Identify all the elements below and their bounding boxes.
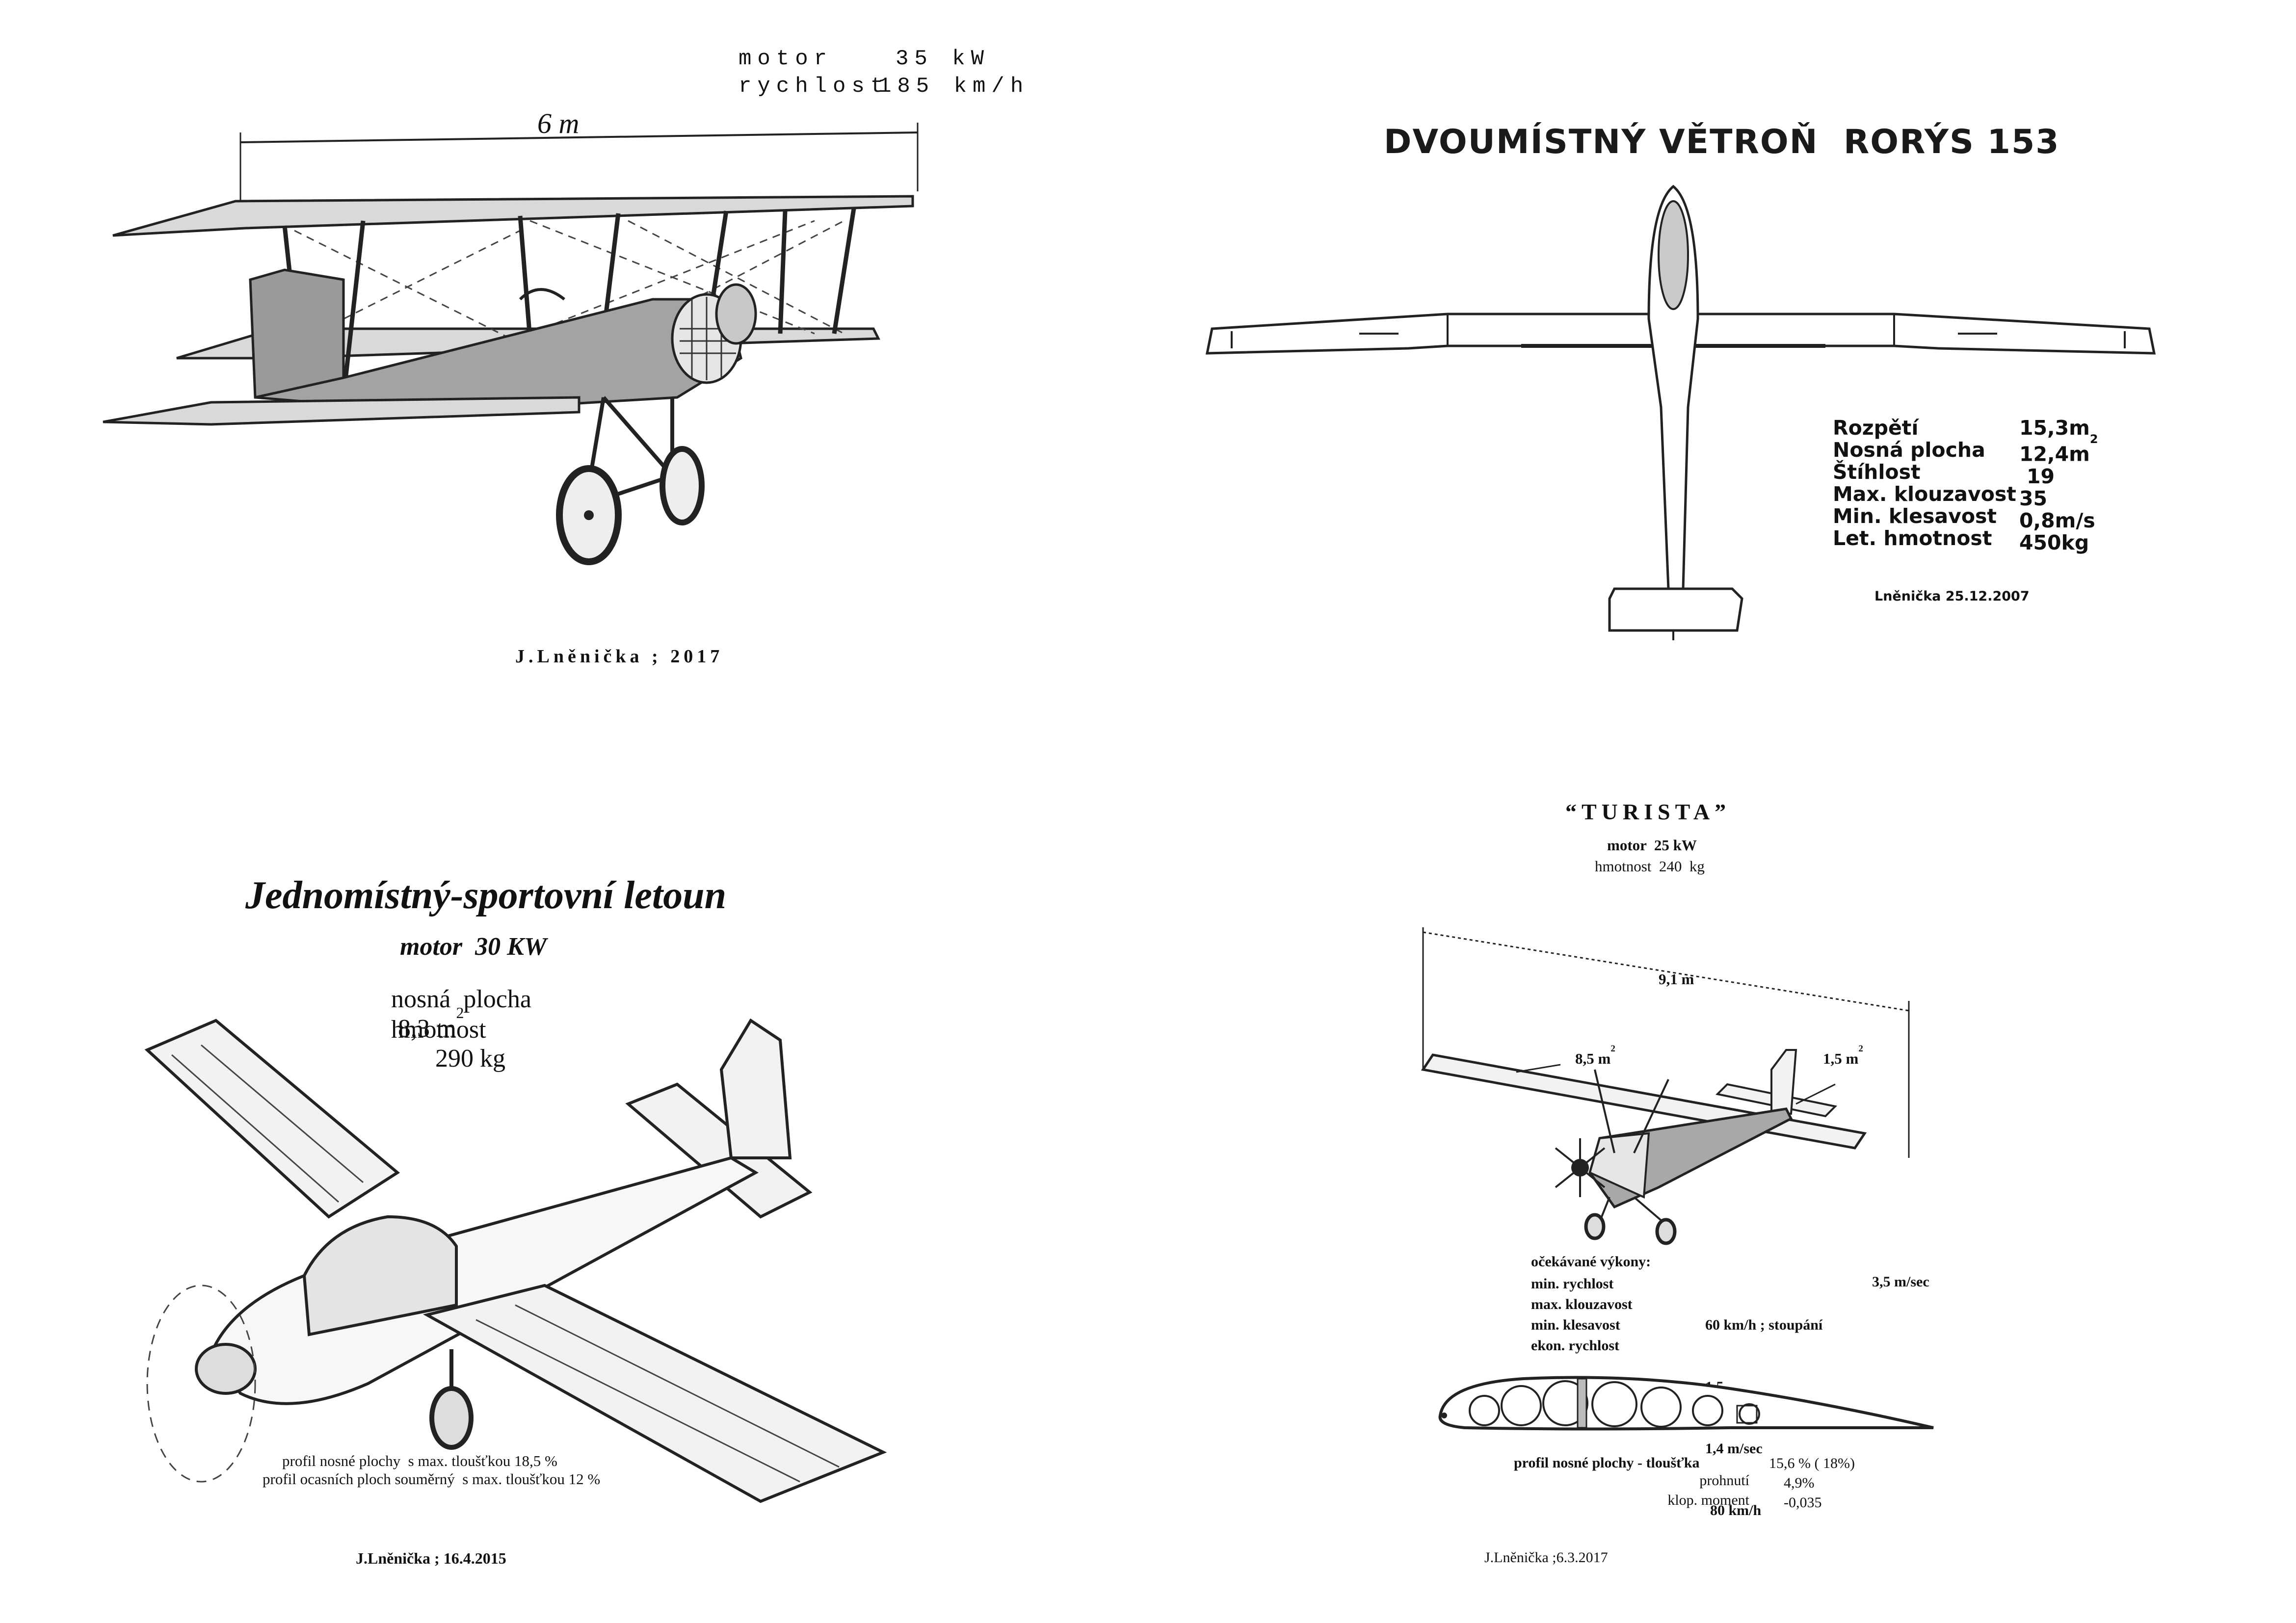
turista-span-label: 9,1 m	[1659, 970, 1694, 988]
biplane-speed-value: 185 km/h	[878, 74, 1029, 99]
glider-spec-label: Let. hmotnost	[1833, 526, 1992, 550]
sport-area-label: nosná plocha	[391, 985, 531, 1013]
glider-spec-value: 0,8m/s	[2019, 508, 2095, 532]
turista-perf-value: 60 km/h ; stoupání	[1705, 1317, 1823, 1333]
glider-drawing	[1205, 184, 2156, 640]
sport-mass: hmotnost 290 kg	[366, 986, 505, 1102]
glider-signature: Lněnička 25.12.2007	[1874, 589, 2030, 604]
turista-climb-value: 3,5 m/sec	[1872, 1274, 1929, 1290]
turista-perf-heading: očekávané výkony:	[1531, 1254, 1651, 1270]
biplane-speed-label: rychlost	[739, 74, 890, 99]
sport-mass-label: hmotnost	[391, 1016, 486, 1044]
turista-perf-label: min. rychlost	[1531, 1276, 1614, 1292]
turista-signature: J.Lněnička ;6.3.2017	[1484, 1549, 1608, 1566]
turista-perf-value: 1,4 m/sec	[1705, 1440, 1763, 1457]
glider-spec-value: 35	[2019, 486, 2048, 510]
glider-spec-values: 15,3m 12,4m2 19 35 0,8m/s 450kg	[2019, 417, 2098, 554]
biplane-spec-labels: motor rychlost	[739, 45, 889, 100]
sport-motor: motor 30 KW	[400, 933, 547, 961]
glider-spec-value: 19	[2027, 464, 2055, 488]
glider-spec-label: Min. klesavost	[1833, 504, 1997, 528]
biplane-drawing	[103, 123, 919, 565]
turista-motor: motor 25 kW	[1607, 837, 1697, 854]
sport-signature: J.Lněnička ; 16.4.2015	[356, 1549, 506, 1567]
glider-spec-value: 450kg	[2019, 530, 2089, 554]
turista-perf-label: max. klouzavost	[1531, 1296, 1633, 1312]
biplane-motor-value: 35 kW	[896, 47, 990, 71]
turista-perf-label: min. klesavost	[1531, 1317, 1620, 1333]
glider-spec-label: Štíhlost	[1833, 460, 1921, 484]
turista-perf-labels: min. rychlost max. klouzavost min. klesa…	[1531, 1274, 1633, 1356]
turista-perf-value: 80 km/h	[1710, 1502, 1762, 1518]
turista-drawing	[1421, 927, 1910, 1245]
turista-profile-values: 15,6 % ( 18%) 4,9% -0,035	[1769, 1454, 1855, 1513]
turista-profile-value: -0,035	[1784, 1494, 1822, 1511]
biplane-motor-label: motor	[739, 47, 833, 71]
glider-spec-value: 12,4m2	[2019, 432, 2098, 466]
turista-wing-area: 8,5 m2	[1575, 1043, 1615, 1067]
sport-area-superscript: 2	[456, 1004, 464, 1021]
turista-profile-sublabel: klop. moment	[1667, 1492, 1749, 1508]
turista-profile-label: profil nosné plochy - tloušťka	[1514, 1455, 1700, 1471]
sport-drawing	[144, 1018, 887, 1503]
glider-area-superscript: 2	[2089, 432, 2098, 446]
sport-profile-line1: profil nosné plochy s max. tloušťkou 18,…	[282, 1452, 557, 1469]
glider-spec-label: Nosná plocha	[1833, 438, 1985, 462]
glider-title: DVOUMÍSTNÝ VĚTROŇ RORÝS 153	[1384, 123, 2060, 161]
turista-mass: hmotnost 240 kg	[1595, 858, 1705, 875]
glider-spec-value: 15,3m	[2019, 416, 2090, 440]
turista-profile-value: 15,6 % ( 18%)	[1769, 1455, 1855, 1471]
sport-title: Jednomístný-sportovní letoun	[245, 874, 727, 917]
biplane-spec-values: 35 kW 185 km/h	[878, 45, 1029, 100]
sport-area: nosná plocha 8,3 m2	[366, 956, 531, 1072]
turista-airfoil	[1438, 1376, 1934, 1431]
turista-tail-area: 1,5 m2	[1823, 1043, 1863, 1067]
sport-profile-line2: profil ocasních ploch souměrný s max. tl…	[263, 1470, 601, 1488]
glider-spec-label: Max. klouzavost	[1833, 482, 2016, 506]
turista-profile-sublabel: prohnutí	[1699, 1472, 1749, 1489]
turista-profile-sublabels: prohnutí klop. moment	[1659, 1471, 1749, 1510]
sport-mass-value: 290 kg	[435, 1045, 505, 1073]
biplane-signature: J.Lněnička ; 2017	[515, 646, 724, 667]
glider-spec-labels: Rozpětí Nosná plocha Štíhlost Max. klouz…	[1833, 417, 2016, 550]
turista-title: “TURISTA”	[1565, 799, 1731, 824]
sport-area-value: 8,3 m	[398, 1015, 456, 1043]
turista-perf-label: ekon. rychlost	[1531, 1337, 1619, 1354]
glider-spec-label: Rozpětí	[1833, 416, 1919, 440]
biplane-span-label: 6 m	[537, 107, 580, 139]
turista-profile-value: 4,9%	[1784, 1475, 1815, 1491]
